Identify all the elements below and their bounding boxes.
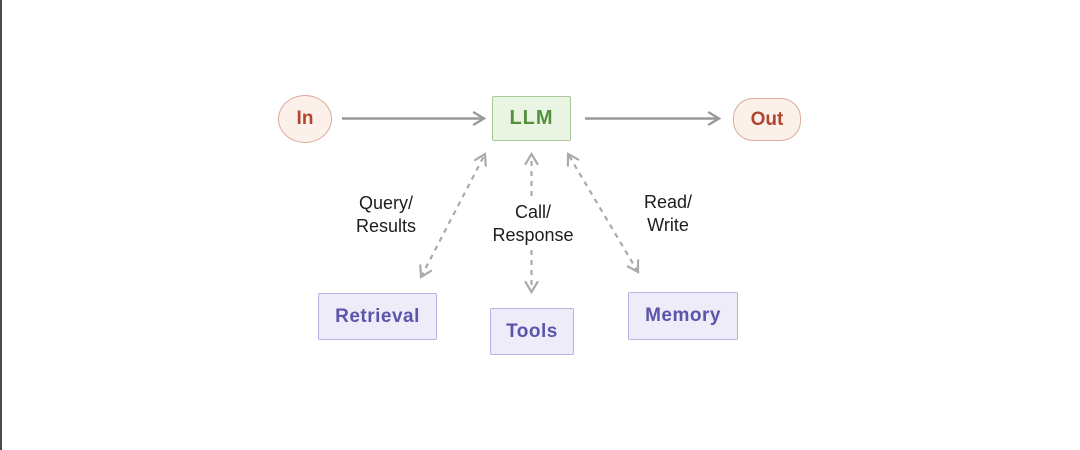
node-retrieval-label: Retrieval: [335, 305, 420, 327]
node-in: In: [278, 95, 332, 143]
node-tools-label: Tools: [506, 320, 558, 342]
edge-label-line: Results: [355, 216, 417, 236]
edge-label-line: Read/: [643, 192, 693, 212]
edge-label-read-write: Read/ Write: [593, 191, 743, 237]
arrow-llm-retrieval: [419, 152, 487, 279]
edge-label-line: Query/: [358, 193, 414, 213]
node-tools: Tools: [490, 308, 574, 355]
edge-label-call-response: Call/ Response: [458, 201, 608, 247]
node-retrieval: Retrieval: [318, 293, 437, 340]
edge-label-line: Call/: [514, 202, 551, 222]
node-memory-label: Memory: [645, 305, 721, 326]
node-out-label: Out: [750, 108, 784, 130]
node-in-label: In: [296, 108, 314, 129]
node-out: Out: [733, 98, 801, 141]
node-llm-label: LLM: [509, 107, 554, 129]
edge-label-line: Write: [647, 215, 689, 235]
arrow-llm-memory: [566, 152, 640, 274]
edge-label-query-results: Query/ Results: [311, 192, 461, 238]
node-llm: LLM: [492, 96, 571, 141]
edge-label-line: Response: [492, 225, 574, 245]
left-edge-bar: [0, 0, 2, 450]
node-memory: Memory: [628, 292, 738, 340]
